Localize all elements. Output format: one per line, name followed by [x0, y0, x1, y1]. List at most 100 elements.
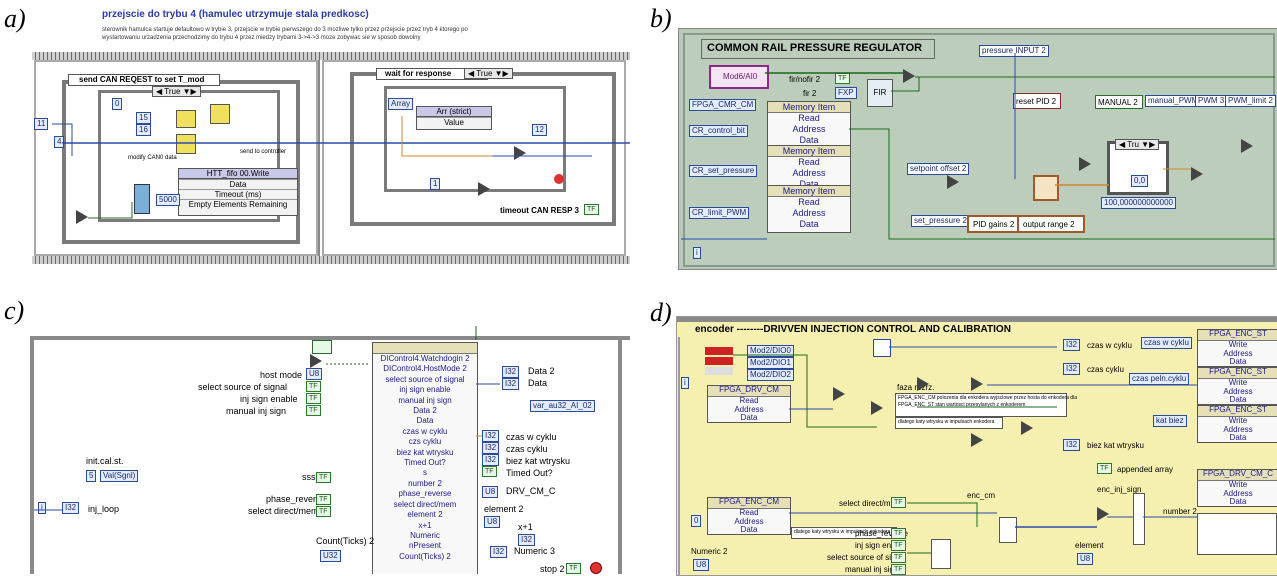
d-select-source: select source of signal — [827, 553, 907, 562]
panel-c-wires — [34, 326, 500, 511]
c-row-12: number 2 — [408, 478, 442, 488]
d-numeric2-ind[interactable]: U8 — [693, 559, 710, 571]
c-tri-1 — [310, 354, 322, 368]
c-stop2: stop 2 — [540, 564, 565, 574]
film-strip-bottom — [32, 256, 630, 264]
c-row-4: manual inj sign — [398, 395, 452, 405]
c-row-17: Numeric — [410, 530, 440, 540]
panel-c-label: c) — [4, 296, 25, 325]
d-drv-address: Address — [734, 404, 764, 414]
fifo-write-node[interactable]: HTT_fifo 00.Write Data Timeout (ms) Empt… — [178, 168, 298, 216]
c-row-6: Data — [416, 416, 434, 426]
case-selector-1[interactable]: ◀ True ▼▶ — [152, 86, 201, 97]
panel-b: COMMON RAIL PRESSURE REGULATOR Mod6/AI0 … — [678, 28, 1277, 270]
timeout-bool[interactable]: TF — [584, 204, 599, 215]
panel-d-title: encoder --------DRIVVEN INJECTION CONTRO… — [695, 324, 1011, 335]
d-note4: dlatego katy wtrysku w impulsach enkoder… — [794, 529, 891, 535]
d-czas-w-ind: I32 — [1063, 339, 1081, 351]
d-numeric2: Numeric 2 — [691, 547, 728, 556]
cr-set-pressure[interactable]: CR_set_pressure — [689, 165, 758, 177]
panel-d-wires — [678, 337, 1197, 575]
c-val-sgnl[interactable]: Val(Sgnl) — [100, 470, 139, 482]
d-element: element — [1075, 541, 1104, 550]
d-red-consts — [705, 347, 733, 375]
panel-a-desc2: wystartowaniu urzadzenia przechodzimy do… — [102, 35, 421, 41]
d-drv-read: Read — [739, 396, 759, 405]
c-x1: x+1 — [518, 522, 533, 532]
c-host-mode-ctl[interactable]: U8 — [306, 368, 323, 380]
d-tri-3 — [917, 377, 929, 391]
c-count-node[interactable]: U32 — [320, 550, 341, 562]
d-enc-st-3[interactable]: FPGA_ENC_ST Write Address Data — [1197, 405, 1277, 443]
d-biez-ind: I32 — [1063, 439, 1081, 451]
memory-item-1[interactable]: Memory Item Read Address Data — [767, 101, 851, 149]
d-enc-inj: enc_inj_sign — [1097, 485, 1142, 494]
d-note-box-3: dlatego katy wtrysku w impulsach enkoder… — [791, 527, 897, 539]
memory-item-3[interactable]: Memory Item Read Address Data — [767, 185, 851, 233]
d-mod0: Mod2/DIO0 — [747, 345, 794, 357]
yellow-node-1 — [210, 104, 230, 124]
c-row-7: czas w cyklu — [402, 426, 448, 436]
c-element2: element 2 — [484, 504, 524, 514]
const-0: 0 — [112, 98, 123, 110]
d-enc-st-1[interactable]: FPGA_ENC_ST Write Address Data — [1197, 329, 1277, 367]
yellow-node-3 — [176, 110, 196, 128]
c-init-label: init.cal.st. — [86, 456, 124, 466]
panel-a-title: przejscie do trybu 4 (hamulec utrzymuje … — [102, 9, 369, 20]
c-inj-enable-ctl[interactable]: TF — [306, 393, 321, 404]
reset-pid-label: reset PID 2 — [1016, 97, 1057, 106]
d-enc-st-2[interactable]: FPGA_ENC_ST Write Address Data — [1197, 367, 1277, 405]
manual2-label: MANUAL 2 — [1098, 98, 1138, 107]
c-host-mode: host mode — [260, 370, 303, 380]
d-inj-enable-ctl[interactable]: TF — [891, 540, 906, 551]
c-manual-inj-ctl[interactable]: TF — [306, 405, 321, 416]
d-addr-box — [1197, 513, 1277, 555]
d-drv-cm-c[interactable]: FPGA_DRV_CM_C Write Address Data — [1197, 469, 1277, 507]
d-tri-4 — [971, 377, 983, 391]
cr-control-bit[interactable]: CR_control_bit — [689, 125, 748, 137]
c-phase-reverse-ctl[interactable]: TF — [316, 494, 331, 505]
d-czas-w: czas w cyklu — [1087, 341, 1132, 350]
d-phase-reverse-ctl[interactable]: TF — [891, 528, 906, 539]
d-st1-write: Write — [1228, 340, 1248, 349]
pid-node[interactable] — [1033, 175, 1059, 201]
manual-pwm-ind: manual_PWM 2 — [1145, 95, 1208, 107]
d-drv-data: Data — [740, 413, 758, 422]
case-selector-b[interactable]: ◀ Tru ▼▶ — [1115, 139, 1160, 150]
d-fpga-drv[interactable]: FPGA_DRV_CM Read Address Data — [707, 385, 791, 423]
c-select-direct-ctl[interactable]: TF — [316, 506, 331, 517]
d-czas-w-ref[interactable]: czas w cyklu — [1141, 337, 1192, 349]
c-sss-ctl[interactable]: TF — [316, 472, 331, 483]
controller-property-node[interactable]: DIControl4.Watchdogln 2 DIControl4.HostM… — [372, 342, 478, 574]
c-inj-loop-ind: I32 — [62, 502, 80, 514]
case-selector-2[interactable]: ◀ True ▼▶ — [464, 68, 513, 79]
fir2-ind[interactable]: FXP — [835, 87, 857, 99]
d-st2-write: Write — [1228, 378, 1248, 387]
fpga-cmr-ref[interactable]: FPGA_CMR_CM — [689, 99, 757, 111]
cr-limit-pwm[interactable]: CR_limit_PWM — [689, 207, 750, 219]
mem3-read: Read — [798, 197, 820, 207]
d-st3-address: Address — [1223, 424, 1253, 434]
c-row-1: DIControl4.HostMode 2 — [383, 364, 467, 374]
d-manual-inj: manual inj sign — [845, 565, 899, 574]
c-select-source-ctl[interactable]: TF — [306, 381, 321, 392]
arr-strict-node[interactable]: Arr (strict) Value — [416, 106, 492, 130]
b-tri-2 — [947, 175, 959, 189]
d-note3: dlatego katy wtrysku w impulsach enkoder… — [898, 419, 995, 425]
output-range-box[interactable]: output range 2 — [1017, 215, 1085, 233]
d-kat-biez[interactable]: kat biez — [1153, 415, 1187, 427]
fifo-title: HTT_fifo 00.Write — [179, 169, 297, 179]
case-title-bar-1: send CAN REQEST to set T_mod — [68, 74, 220, 86]
d-tri-2 — [871, 401, 883, 415]
reset-pid-box: reset PID 2 — [1013, 93, 1061, 109]
pwm-limit-ind: PWM_limit 2 — [1225, 95, 1276, 107]
c-select-direct: select direct/mem — [248, 506, 319, 516]
d-phase-reverse: phase_reverse — [855, 529, 908, 538]
d-czas-ind: I32 — [1063, 363, 1081, 375]
d-select-direct-ctl[interactable]: TF — [891, 497, 906, 508]
mem1-read: Read — [798, 113, 820, 123]
fir-block[interactable]: FIR — [867, 79, 893, 107]
d-select-source-ctl[interactable]: TF — [891, 552, 906, 563]
d-fpga-enc[interactable]: FPGA_ENC_CM Read Address Data — [707, 497, 791, 535]
c-row-2: select source of signal — [385, 374, 465, 384]
